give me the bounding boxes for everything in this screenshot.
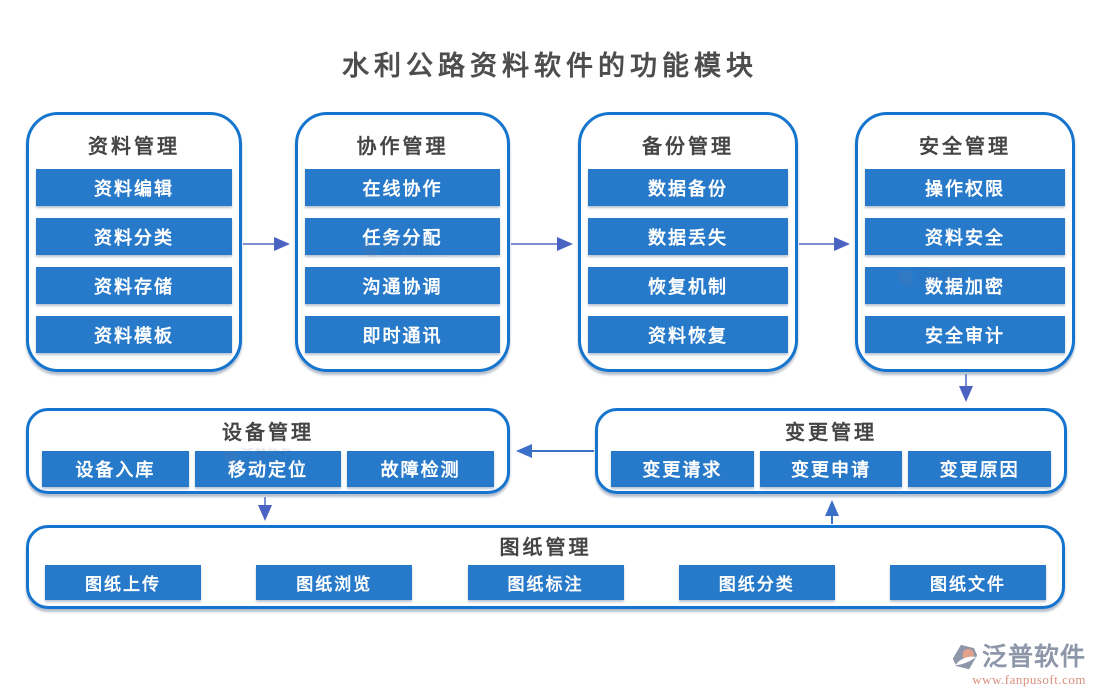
node-data-recovery: 资料恢复 bbox=[588, 316, 788, 353]
node-drawing-classify: 图纸分类 bbox=[678, 565, 835, 600]
module-title: 备份管理 bbox=[642, 136, 734, 158]
node-drawing-annotate: 图纸标注 bbox=[467, 565, 624, 600]
node-drawing-browse: 图纸浏览 bbox=[256, 565, 413, 600]
node-data-classify: 资料分类 bbox=[36, 218, 232, 255]
node-security-audit: 安全审计 bbox=[865, 316, 1065, 353]
node-data-security: 资料安全 bbox=[865, 218, 1065, 255]
module-title: 安全管理 bbox=[919, 136, 1011, 158]
footer-brand: 泛普软件 www.fanpusoft.com bbox=[926, 644, 1086, 688]
node-data-encryption: 数据加密 bbox=[865, 267, 1065, 304]
node-equipment-inbound: 设备入库 bbox=[42, 451, 189, 487]
node-communication: 沟通协调 bbox=[305, 267, 500, 304]
module-backup-management: 备份管理 数据备份 数据丢失 恢复机制 资料恢复 bbox=[578, 112, 798, 372]
module-change-management: 变更管理 变更请求 变更申请 变更原因 bbox=[595, 408, 1067, 494]
node-mobile-positioning: 移动定位 bbox=[194, 451, 342, 487]
module-title: 协作管理 bbox=[356, 136, 449, 158]
node-data-loss: 数据丢失 bbox=[588, 218, 788, 255]
node-fault-detection: 故障检测 bbox=[347, 451, 495, 487]
module-collaboration-management: 协作管理 在线协作 任务分配 沟通协调 即时通讯 bbox=[295, 112, 510, 372]
page-title: 水利公路资料软件的功能模块 bbox=[342, 51, 758, 81]
module-title: 图纸管理 bbox=[499, 537, 592, 559]
fanpu-logo-icon bbox=[952, 644, 978, 670]
node-change-application: 变更申请 bbox=[759, 451, 903, 487]
module-data-management: 资料管理 资料编辑 资料分类 资料存储 资料模板 bbox=[26, 112, 242, 372]
node-task-assign: 任务分配 bbox=[305, 218, 500, 255]
module-equipment-management: 设备管理 设备入库 移动定位 故障检测 bbox=[26, 408, 510, 494]
node-change-reason: 变更原因 bbox=[908, 451, 1052, 487]
node-drawing-upload: 图纸上传 bbox=[45, 565, 201, 600]
node-online-collab: 在线协作 bbox=[305, 169, 500, 206]
node-instant-message: 即时通讯 bbox=[305, 316, 500, 353]
node-drawing-file: 图纸文件 bbox=[890, 565, 1046, 600]
node-data-template: 资料模板 bbox=[36, 316, 232, 353]
brand-name: 泛普软件 bbox=[981, 643, 1086, 671]
node-data-edit: 资料编辑 bbox=[36, 169, 232, 206]
brand-url: www.fanpusoft.com bbox=[972, 672, 1086, 687]
module-title: 设备管理 bbox=[222, 422, 314, 444]
module-title: 变更管理 bbox=[785, 422, 877, 444]
module-security-management: 安全管理 操作权限 资料安全 数据加密 安全审计 bbox=[855, 112, 1075, 372]
node-operation-permission: 操作权限 bbox=[865, 169, 1065, 206]
node-recovery-mechanism: 恢复机制 bbox=[588, 267, 788, 304]
node-data-storage: 资料存储 bbox=[36, 267, 232, 304]
node-change-request: 变更请求 bbox=[611, 451, 754, 487]
module-title: 资料管理 bbox=[88, 136, 180, 158]
module-drawing-management: 图纸管理 图纸上传 图纸浏览 图纸标注 图纸分类 图纸文件 bbox=[26, 525, 1065, 609]
node-data-backup: 数据备份 bbox=[588, 169, 788, 206]
